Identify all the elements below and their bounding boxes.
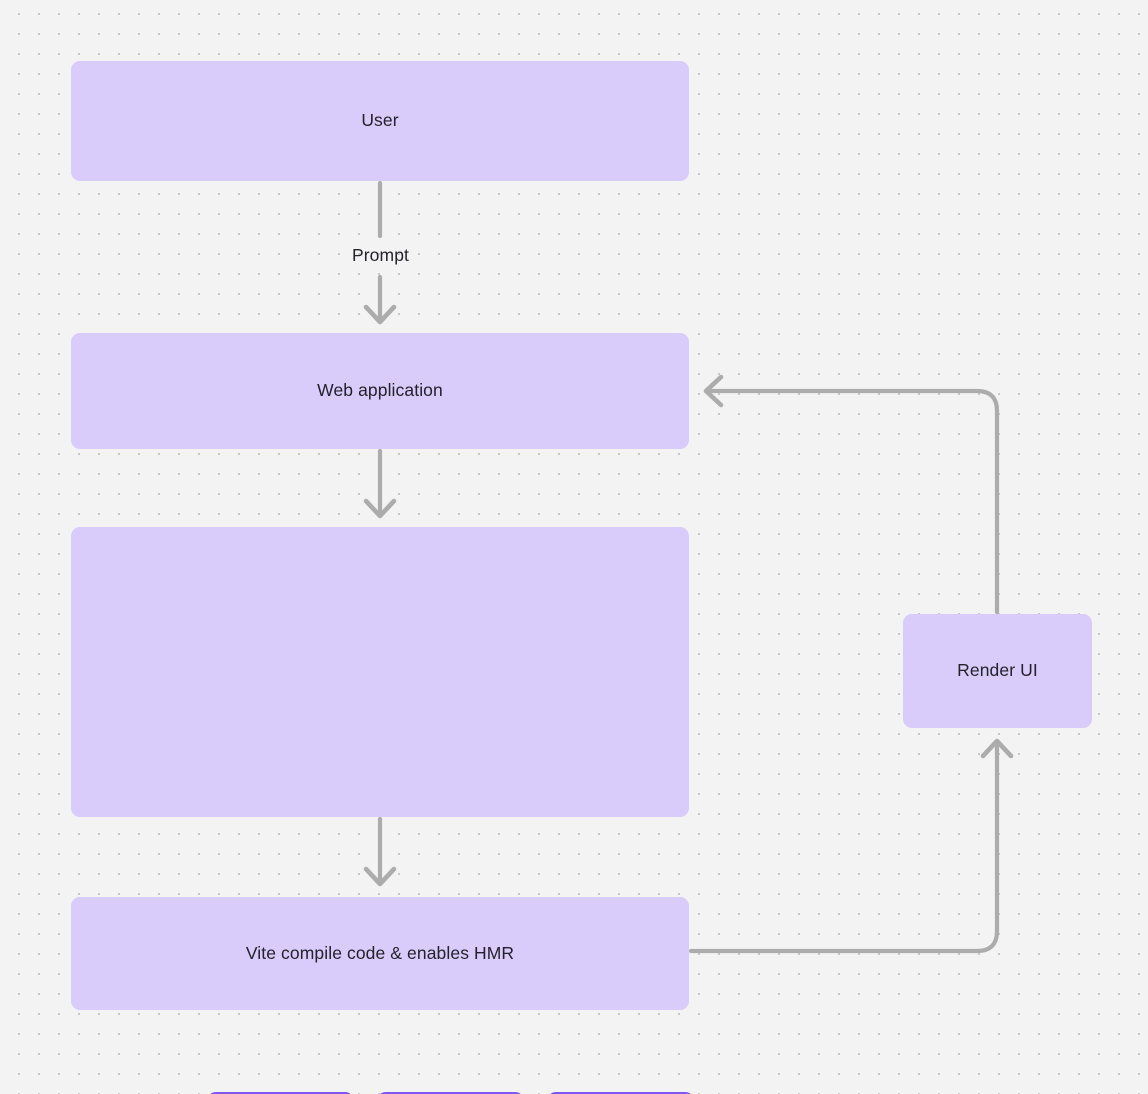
node-css[interactable]: CSS = Styles & Layouts bbox=[377, 1092, 524, 1094]
node-javascript[interactable]: Javascript = Interactivity bbox=[547, 1092, 694, 1094]
node-vite-label: Vite compile code & enables HMR bbox=[245, 942, 515, 963]
node-web-application-label: Web application bbox=[317, 380, 443, 401]
node-react-components[interactable]: HTML = structure CSS = Styles & Layouts … bbox=[71, 527, 694, 1094]
node-render-ui-label: Render UI bbox=[957, 660, 1038, 681]
component-box-group: HTML = structure CSS = Styles & Layouts … bbox=[71, 527, 694, 1094]
node-user[interactable]: User bbox=[71, 61, 689, 181]
edge-components-to-vite bbox=[363, 816, 397, 887]
edge-webapp-to-components bbox=[363, 448, 397, 519]
node-html[interactable]: HTML = structure bbox=[207, 1092, 354, 1094]
node-user-label: User bbox=[361, 110, 399, 131]
edge-render-to-webapp bbox=[703, 374, 1000, 615]
node-render-ui[interactable]: Render UI bbox=[903, 614, 1092, 728]
node-vite[interactable]: Vite compile code & enables HMR bbox=[71, 897, 689, 1010]
edge-vite-to-render bbox=[688, 738, 1014, 954]
edge-label-prompt: Prompt bbox=[351, 245, 409, 265]
node-web-application[interactable]: Web application bbox=[71, 333, 689, 449]
